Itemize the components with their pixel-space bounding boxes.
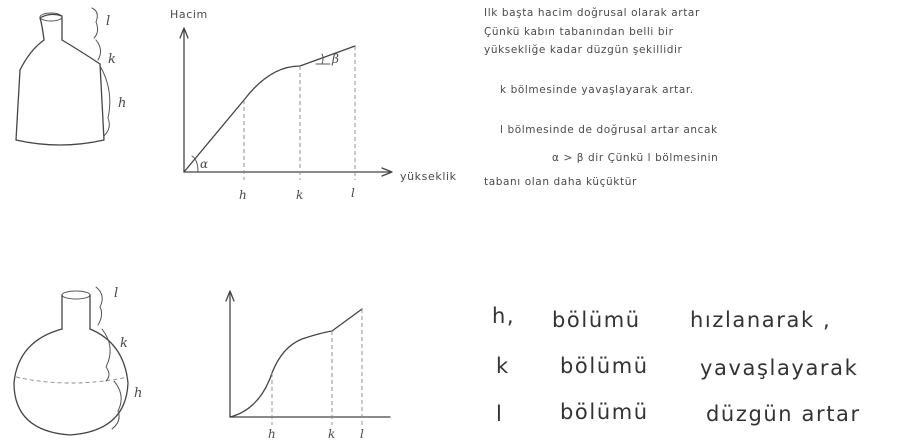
flask2-label-h: h <box>134 386 143 401</box>
volume-height-graph-2 <box>225 290 391 425</box>
y-axis-label-1: Hacim <box>170 8 208 21</box>
alpha-angle-label: α <box>200 157 209 171</box>
note2-row-3-letter: l <box>496 402 504 426</box>
flask1-label-k: k <box>108 52 117 67</box>
round-flask-sketch-2 <box>13 286 129 436</box>
note1-line-7: tabanı olan daha küçüktür <box>484 176 637 188</box>
note2-row-1-word: bölümü <box>552 308 641 332</box>
flask2-label-l: l <box>114 286 119 301</box>
x-tick-h-1: h <box>239 188 248 202</box>
x-tick-l-1: l <box>351 186 356 200</box>
note1-line-6: α > β dir Çünkü l bölmesinin <box>552 152 719 164</box>
beta-angle-label: β <box>332 52 340 66</box>
note2-row-3-desc: düzgün artar <box>706 402 861 426</box>
note2-row-2-word: bölümü <box>560 354 649 378</box>
volume-curve-1 <box>183 45 356 173</box>
note1-line-3: yüksekliğe kadar düzgün şekillidir <box>484 44 683 56</box>
flask1-label-h: h <box>118 96 127 111</box>
bottle-sketch-1 <box>15 7 111 146</box>
note2-row-1-desc: hızlanarak , <box>690 308 832 332</box>
note2-row-1-letter: h, <box>492 304 516 328</box>
note2-row-2-desc: yavaşlayarak <box>700 356 859 380</box>
note1-line-4: k bölmesinde yavaşlayarak artar. <box>500 84 694 96</box>
volume-curve-2 <box>229 308 363 418</box>
x-tick-l-2: l <box>360 427 365 441</box>
flask2-label-k: k <box>120 336 129 351</box>
note1-line-2: Çünkü kabın tabanından belli bir <box>484 26 674 38</box>
note2-row-3-word: bölümü <box>560 400 649 424</box>
x-tick-h-2: h <box>268 427 277 441</box>
flask1-label-l: l <box>106 14 111 29</box>
x-tick-k-1: k <box>296 188 304 202</box>
note2-row-2-letter: k <box>496 354 510 378</box>
x-axis-label-1: yükseklik <box>400 170 457 183</box>
note1-line-5: l bölmesinde de doğrusal artar ancak <box>500 124 718 136</box>
volume-height-graph-1 <box>179 27 393 180</box>
note1-line-1: Ilk başta hacim doğrusal olarak artar <box>484 7 700 19</box>
x-tick-k-2: k <box>328 427 336 441</box>
